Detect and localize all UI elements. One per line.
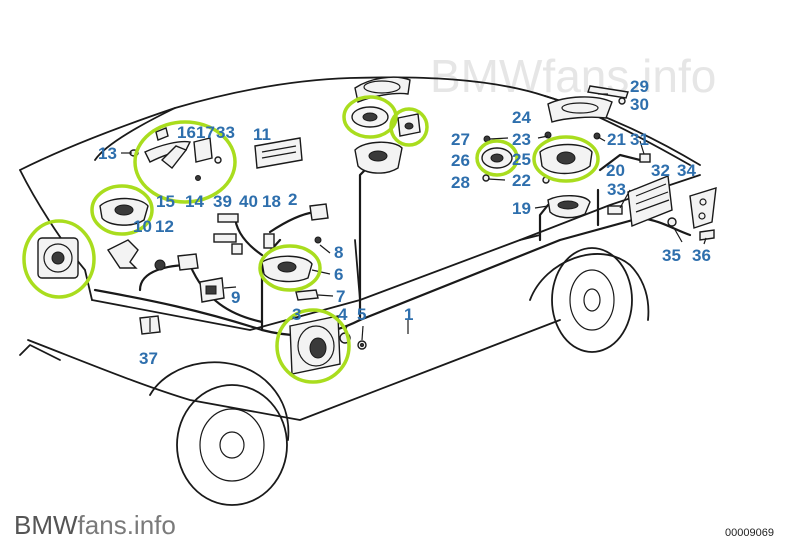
part-9 bbox=[199, 277, 225, 303]
label-33-right: 33 bbox=[607, 180, 626, 199]
highlight-circles bbox=[22, 95, 600, 384]
rear-shelf-speaker bbox=[351, 106, 389, 128]
clip-36 bbox=[699, 229, 715, 241]
connector-2 bbox=[309, 203, 329, 221]
label-21: 21 bbox=[607, 130, 626, 149]
label-28: 28 bbox=[451, 173, 470, 192]
tweeter-rear bbox=[397, 113, 421, 137]
label-20: 20 bbox=[606, 161, 625, 180]
label-8: 8 bbox=[334, 243, 343, 262]
label-29: 29 bbox=[630, 77, 649, 96]
label-32: 32 bbox=[651, 161, 670, 180]
label-36: 36 bbox=[692, 246, 711, 265]
label-10: 10 bbox=[133, 217, 152, 236]
label-33-left: 33 bbox=[216, 123, 235, 142]
watermark: BMWfans.info bbox=[430, 50, 716, 102]
label-17: 17 bbox=[196, 123, 215, 142]
label-12: 12 bbox=[155, 217, 174, 236]
label-23: 23 bbox=[512, 130, 531, 149]
highlight-door-speaker-left bbox=[22, 219, 96, 299]
label-3: 3 bbox=[292, 305, 301, 324]
amplifier-32 bbox=[627, 175, 673, 227]
label-1: 1 bbox=[404, 305, 413, 324]
label-9: 9 bbox=[231, 288, 240, 307]
speaker-housing-19 bbox=[547, 195, 591, 219]
label-2: 2 bbox=[288, 190, 297, 209]
highlight-door-trim-tweeter bbox=[133, 120, 237, 204]
highlight-speaker-26 bbox=[475, 139, 519, 177]
label-19: 19 bbox=[512, 199, 531, 218]
label-40: 40 bbox=[239, 192, 258, 211]
clip-37 bbox=[139, 315, 161, 335]
screw-8 bbox=[314, 236, 322, 244]
part-number-labels: 1 2 3 4 5 6 7 8 9 10 11 12 13 14 15 16 1… bbox=[98, 77, 711, 368]
rear-speaker-enclosure bbox=[354, 141, 403, 174]
label-7: 7 bbox=[336, 287, 345, 306]
clip-30 bbox=[618, 97, 626, 105]
brand-suffix: fans.info bbox=[77, 510, 176, 540]
highlight-speaker-25 bbox=[532, 135, 600, 183]
label-16: 16 bbox=[177, 123, 196, 142]
label-18: 18 bbox=[262, 192, 281, 211]
door-speaker-left bbox=[37, 237, 79, 279]
label-31: 31 bbox=[630, 130, 649, 149]
front-speaker-15 bbox=[99, 197, 149, 226]
label-5: 5 bbox=[357, 305, 366, 324]
highlight-woofer-3 bbox=[275, 308, 351, 384]
label-6: 6 bbox=[334, 265, 343, 284]
rear-cover-24 bbox=[547, 96, 613, 123]
door-trim-13 bbox=[144, 140, 192, 169]
label-35: 35 bbox=[662, 246, 681, 265]
trim-strip-29 bbox=[587, 85, 629, 99]
speaker-25 bbox=[539, 143, 593, 175]
label-15: 15 bbox=[156, 192, 175, 211]
connector-18 bbox=[263, 233, 275, 249]
label-26: 26 bbox=[451, 151, 470, 170]
radio-unit-11 bbox=[254, 137, 303, 169]
label-4: 4 bbox=[338, 305, 348, 324]
connector-31 bbox=[639, 153, 651, 163]
highlight-speaker-6 bbox=[258, 244, 322, 292]
highlight-front-speaker-15 bbox=[90, 184, 154, 236]
part-33 bbox=[607, 205, 623, 215]
speaker-26 bbox=[481, 147, 513, 169]
speaker-6 bbox=[261, 255, 313, 283]
label-14: 14 bbox=[185, 192, 204, 211]
connectors-39-40 bbox=[213, 213, 243, 255]
rear-wheel bbox=[551, 247, 633, 353]
wiring-harness bbox=[93, 153, 692, 337]
bracket-16-17 bbox=[155, 127, 222, 181]
label-11: 11 bbox=[253, 125, 271, 144]
brand-prefix: BMW bbox=[14, 510, 78, 540]
label-24: 24 bbox=[512, 108, 531, 127]
brand-logo-text: BMWfans.info bbox=[14, 510, 176, 541]
label-13: 13 bbox=[98, 144, 117, 163]
label-34: 34 bbox=[677, 161, 696, 180]
diagram-number: 00009069 bbox=[725, 527, 774, 539]
label-25: 25 bbox=[512, 150, 531, 169]
label-30: 30 bbox=[630, 95, 649, 114]
front-wheel bbox=[176, 384, 288, 506]
highlight-tweeter-rear bbox=[389, 107, 429, 147]
label-22: 22 bbox=[512, 171, 531, 190]
plug-35 bbox=[667, 217, 677, 227]
bracket-7 bbox=[295, 289, 319, 301]
part-5 bbox=[357, 340, 367, 350]
bracket-34 bbox=[689, 187, 717, 229]
woofer-3 bbox=[289, 315, 341, 375]
label-39: 39 bbox=[213, 192, 232, 211]
label-27: 27 bbox=[451, 130, 470, 149]
label-37: 37 bbox=[139, 349, 158, 368]
bracket-10-12 bbox=[106, 239, 199, 271]
